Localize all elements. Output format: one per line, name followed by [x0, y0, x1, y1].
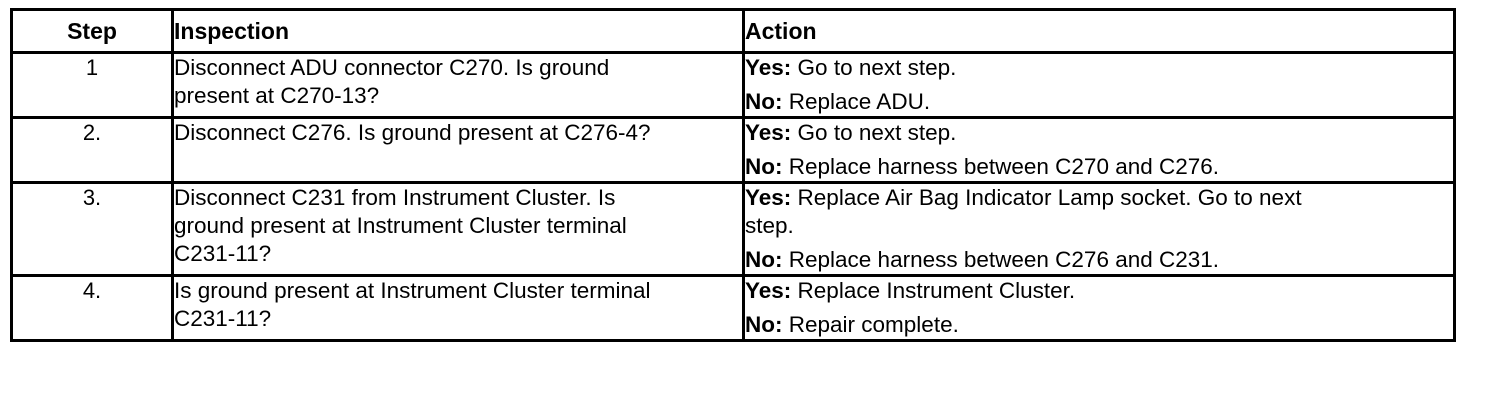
no-label: No: — [745, 247, 783, 272]
no-label: No: — [745, 312, 783, 337]
diagnostic-procedure-table: Step Inspection Action 1 Disconnect ADU … — [10, 8, 1456, 342]
inspection-line: Disconnect C276. Is ground present at C2… — [174, 120, 651, 145]
yes-text: Go to next step. — [791, 120, 957, 145]
column-header-step: Step — [10, 8, 174, 54]
yes-label: Yes: — [745, 120, 792, 145]
table-row: 4. Is ground present at Instrument Clust… — [10, 274, 1456, 342]
action-no: No: Repair complete. — [745, 311, 1453, 339]
action-text: Yes: Go to next step. No: Replace harnes… — [742, 116, 1456, 184]
inspection-text: Disconnect C276. Is ground present at C2… — [171, 116, 745, 184]
yes-text: Replace Air Bag Indicator Lamp socket. G… — [791, 185, 1302, 210]
no-text: Replace harness between C276 and C231. — [782, 247, 1220, 272]
no-text: Replace harness between C270 and C276. — [782, 154, 1220, 179]
column-header-inspection: Inspection — [171, 8, 745, 54]
inspection-line: C231-11? — [174, 306, 272, 331]
inspection-line: Is ground present at Instrument Cluster … — [174, 278, 651, 303]
yes-label: Yes: — [745, 185, 792, 210]
yes-label: Yes: — [745, 55, 792, 80]
inspection-line: C231-11? — [174, 241, 272, 266]
inspection-text: Disconnect ADU connector C270. Is ground… — [171, 51, 745, 119]
step-number: 3. — [10, 181, 174, 277]
yes-text-continuation: step. — [745, 213, 794, 238]
action-no: No: Replace ADU. — [745, 88, 1453, 116]
inspection-line: ground present at Instrument Cluster ter… — [174, 213, 627, 238]
table-row: 3. Disconnect C231 from Instrument Clust… — [10, 181, 1456, 277]
inspection-text: Is ground present at Instrument Cluster … — [171, 274, 745, 342]
step-number: 4. — [10, 274, 174, 342]
action-text: Yes: Replace Instrument Cluster. No: Rep… — [742, 274, 1456, 342]
yes-text: Replace Instrument Cluster. — [791, 278, 1076, 303]
yes-label: Yes: — [745, 278, 792, 303]
no-text: Repair complete. — [782, 312, 959, 337]
action-text: Yes: Go to next step. No: Replace ADU. — [742, 51, 1456, 119]
table-row: 2. Disconnect C276. Is ground present at… — [10, 116, 1456, 184]
inspection-line: Disconnect ADU connector C270. Is ground — [174, 55, 610, 80]
action-text: Yes: Replace Air Bag Indicator Lamp sock… — [742, 181, 1456, 277]
action-yes: Yes: Go to next step. — [745, 54, 1453, 82]
action-no: No: Replace harness between C276 and C23… — [745, 246, 1453, 274]
inspection-line: present at C270-13? — [174, 83, 380, 108]
action-yes: Yes: Replace Air Bag Indicator Lamp sock… — [745, 184, 1453, 240]
step-number: 2. — [10, 116, 174, 184]
yes-text: Go to next step. — [791, 55, 957, 80]
column-header-action: Action — [742, 8, 1456, 54]
inspection-line: Disconnect C231 from Instrument Cluster.… — [174, 185, 616, 210]
no-text: Replace ADU. — [782, 89, 931, 114]
action-yes: Yes: Replace Instrument Cluster. — [745, 277, 1453, 305]
no-label: No: — [745, 154, 783, 179]
table-row: 1 Disconnect ADU connector C270. Is grou… — [10, 51, 1456, 119]
no-label: No: — [745, 89, 783, 114]
action-yes: Yes: Go to next step. — [745, 119, 1453, 147]
step-number: 1 — [10, 51, 174, 119]
inspection-text: Disconnect C231 from Instrument Cluster.… — [171, 181, 745, 277]
table-header-row: Step Inspection Action — [10, 8, 1456, 54]
action-no: No: Replace harness between C270 and C27… — [745, 153, 1453, 181]
